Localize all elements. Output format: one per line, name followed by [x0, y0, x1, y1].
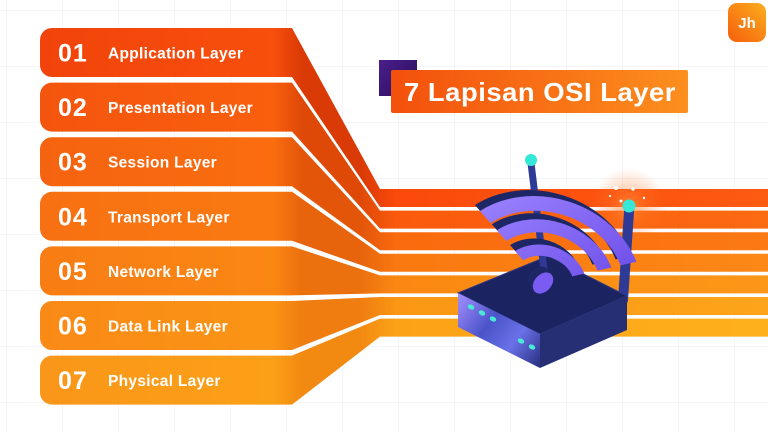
layer-number: 07 — [58, 367, 88, 395]
led-indicators — [467, 304, 536, 350]
router-left-face — [458, 293, 540, 368]
brand-logo: Jh — [728, 3, 766, 42]
page-title: 7 Lapisan OSI Layer — [404, 77, 676, 107]
title-banner-group: 7 Lapisan OSI Layer — [379, 60, 688, 113]
layer-label: Session Layer — [108, 155, 217, 172]
layer-label: Application Layer — [108, 46, 243, 63]
led-indicator — [489, 316, 497, 322]
layer-bar-application-layer — [40, 28, 768, 207]
wifi-dot-icon — [532, 272, 554, 294]
layer-bar-transport-layer — [40, 191, 768, 272]
layer-label: Transport Layer — [108, 209, 230, 226]
led-indicator — [467, 304, 475, 310]
layer-number: 01 — [58, 40, 88, 68]
router-right-face — [540, 296, 627, 368]
layer-bar-physical-layer — [40, 318, 768, 405]
antenna-left-tip — [525, 154, 537, 166]
led-indicator — [517, 338, 525, 344]
layer-number: 04 — [58, 203, 88, 231]
wifi-arcs-icon — [479, 196, 637, 277]
brand-logo-text: Jh — [738, 15, 756, 32]
brand-logo-badge — [728, 3, 766, 42]
title-banner — [391, 70, 688, 113]
layer-bar-presentation-layer — [40, 82, 768, 229]
layer-bar-session-layer — [40, 137, 768, 251]
sparkles — [608, 186, 646, 203]
layer-number: 02 — [58, 94, 88, 122]
layer-number: 06 — [58, 313, 88, 341]
layer-label: Presentation Layer — [108, 100, 253, 117]
antenna-right-tip — [622, 199, 636, 213]
layer-number: 03 — [58, 149, 88, 177]
wifi-router-illustration — [456, 154, 667, 368]
layer-label: Network Layer — [108, 264, 219, 281]
router-body — [456, 255, 629, 368]
layer-number: 05 — [58, 258, 88, 286]
led-indicator — [528, 344, 536, 350]
osi-layer-list: 01 Application Layer 02 Presentation Layer 0… — [40, 28, 768, 405]
layer-label: Data Link Layer — [108, 319, 228, 336]
led-indicator — [478, 310, 486, 316]
layer-label: Physical Layer — [108, 373, 221, 390]
